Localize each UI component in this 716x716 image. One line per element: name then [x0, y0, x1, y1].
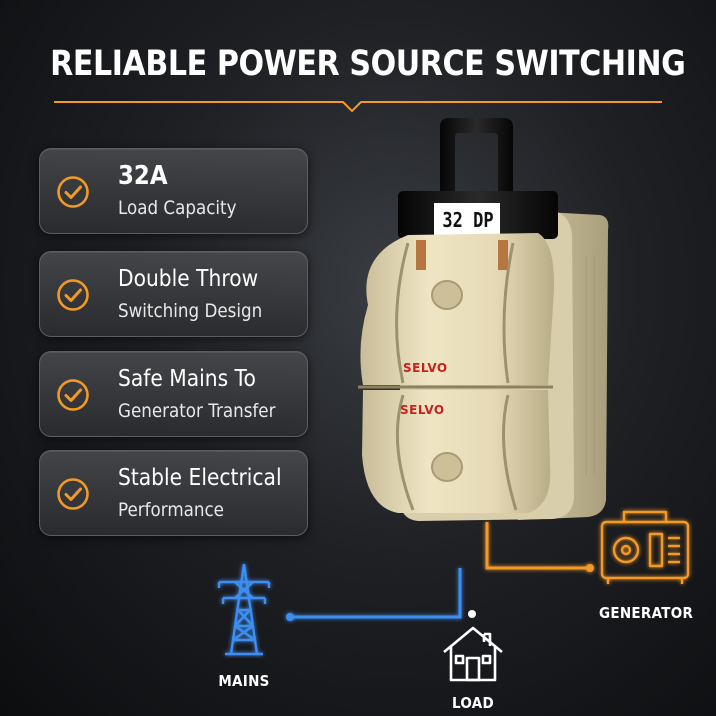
brand-logo: SELVO: [400, 403, 445, 417]
feature-title: Safe Mains To: [118, 366, 256, 392]
feature-subtitle: Generator Transfer: [118, 400, 276, 422]
changeover-switch: [358, 118, 609, 521]
feature-subtitle: Load Capacity: [118, 197, 237, 219]
transmission-tower-icon: [217, 563, 271, 656]
load-label: LOAD: [452, 694, 494, 712]
generator-label: GENERATOR: [599, 604, 694, 622]
check-circle-icon: [57, 379, 89, 411]
house-icon: [443, 626, 503, 682]
feature-card-stable-performance: Stable Electrical Performance: [39, 450, 308, 536]
headline-underline: [54, 101, 662, 113]
feature-card-safe-transfer: Safe Mains To Generator Transfer: [39, 351, 308, 437]
load-line-node: [468, 610, 476, 618]
feature-title: Stable Electrical: [118, 465, 282, 491]
check-circle-icon: [57, 279, 89, 311]
feature-card-load-capacity: 32A Load Capacity: [39, 148, 308, 234]
generator-icon: [600, 510, 690, 584]
mains-line-node: [286, 613, 294, 621]
feature-card-double-throw: Double Throw Switching Design: [39, 251, 308, 337]
feature-subtitle: Performance: [118, 499, 224, 521]
check-circle-icon: [57, 478, 89, 510]
mains-line: [290, 568, 462, 619]
feature-title: 32A: [118, 161, 168, 191]
mains-label: MAINS: [218, 672, 270, 690]
rating-label: 32 DP: [442, 208, 494, 232]
feature-subtitle: Switching Design: [118, 300, 263, 322]
brand-logo: SELVO: [403, 361, 448, 375]
headline: RELIABLE POWER SOURCE SWITCHING: [50, 44, 686, 84]
check-circle-icon: [57, 176, 89, 208]
feature-title: Double Throw: [118, 266, 259, 292]
generator-line-node: [586, 564, 594, 572]
generator-line: [485, 522, 590, 570]
